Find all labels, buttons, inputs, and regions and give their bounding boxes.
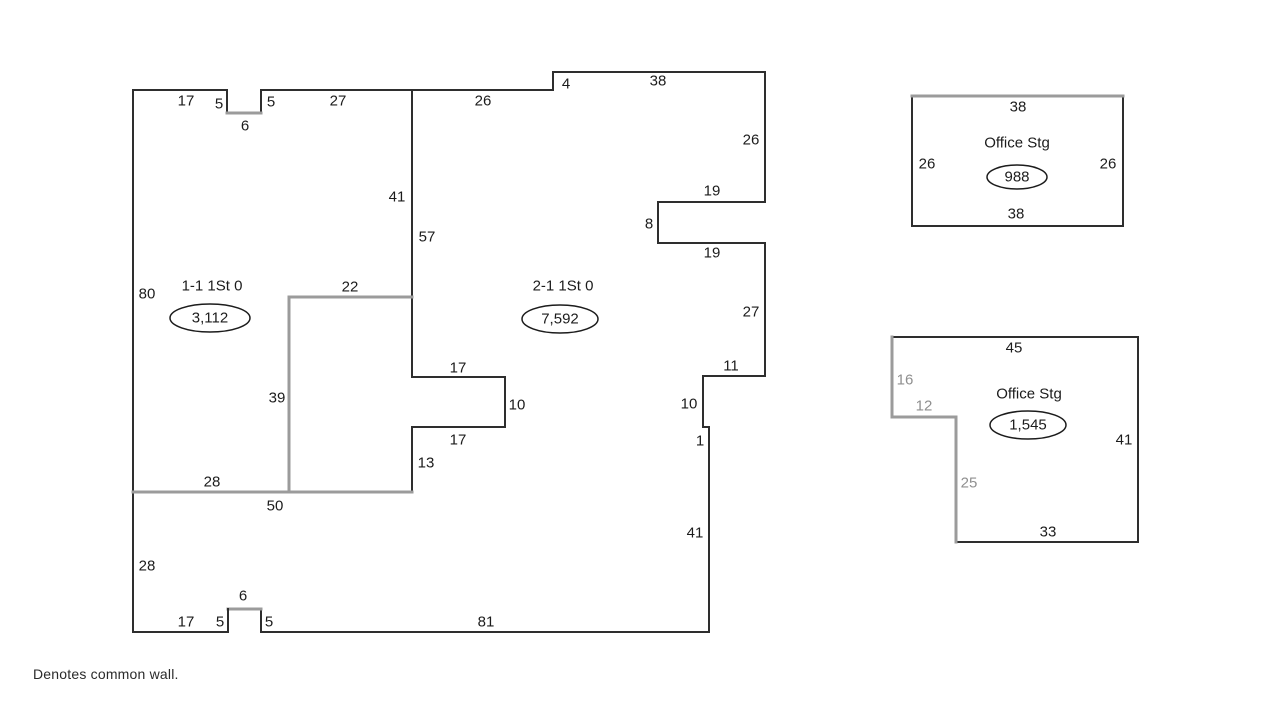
dimension-label: 41 [1116,432,1133,449]
area-value-ellipse [521,304,599,334]
dimension-label: 17 [450,432,467,449]
dimension-label: 5 [267,94,275,111]
dimension-label: 33 [1040,524,1057,541]
wall-segment [911,95,1124,227]
dimension-label: 5 [265,614,273,631]
area-value: 988 [1004,169,1029,186]
dimension-label: 17 [178,614,195,631]
dimension-label: 39 [269,390,286,407]
dimension-label: 10 [681,396,698,413]
area-label: Office Stg [984,135,1050,152]
dimension-label: 17 [178,93,195,110]
dimension-label: 41 [687,525,704,542]
area-value: 1,545 [1009,417,1047,434]
dimension-label: 19 [704,245,721,262]
dimension-label: 27 [743,304,760,321]
dimension-label: 38 [1010,99,1027,116]
dimension-label: 25 [961,475,978,492]
dimension-label: 1 [696,433,704,450]
dimension-label: 6 [241,118,249,135]
wall-segment [411,89,506,493]
dimension-label: 6 [239,588,247,605]
dimension-label: 26 [743,132,760,149]
dimension-label: 28 [204,474,221,491]
dimension-label: 19 [704,183,721,200]
area-label: Office Stg [996,386,1062,403]
dimension-label: 26 [475,93,492,110]
dimension-label: 28 [139,558,156,575]
common-wall-segment [287,295,414,494]
wall-segment [132,89,229,633]
dimension-label: 38 [1008,206,1025,223]
area-value-ellipse [986,164,1048,190]
dimension-label: 22 [342,279,359,296]
dimension-label: 27 [330,93,347,110]
wall-segment [260,71,766,633]
area-value-ellipse [989,410,1067,440]
dimension-label: 16 [897,372,914,389]
dimension-label: 57 [419,229,436,246]
wall-segment [891,336,1139,543]
dimension-label: 8 [645,216,653,233]
dimension-label: 11 [723,358,739,375]
area-value-ellipse [169,303,251,333]
dimension-label: 13 [418,455,435,472]
dimension-label: 80 [139,286,156,303]
area-value: 3,112 [192,310,228,327]
dimension-label: 12 [916,398,933,415]
dimension-label: 50 [267,498,284,515]
area-label: 1-1 1St 0 [182,278,243,295]
dimension-label: 26 [919,156,936,173]
dimension-label: 45 [1006,340,1023,357]
dimension-label: 10 [509,397,526,414]
dimension-label: 5 [216,614,224,631]
area-value: 7,592 [541,311,579,328]
common-wall-legend: Denotes common wall. [33,666,179,682]
dimension-label: 5 [215,96,223,113]
dimension-label: 26 [1100,156,1117,173]
dimension-label: 81 [478,614,495,631]
dimension-label: 38 [650,73,667,90]
common-wall-segment [890,335,958,544]
area-label: 2-1 1St 0 [533,278,594,295]
dimension-label: 41 [389,189,406,206]
dimension-label: 17 [450,360,467,377]
dimension-label: 4 [562,76,570,93]
